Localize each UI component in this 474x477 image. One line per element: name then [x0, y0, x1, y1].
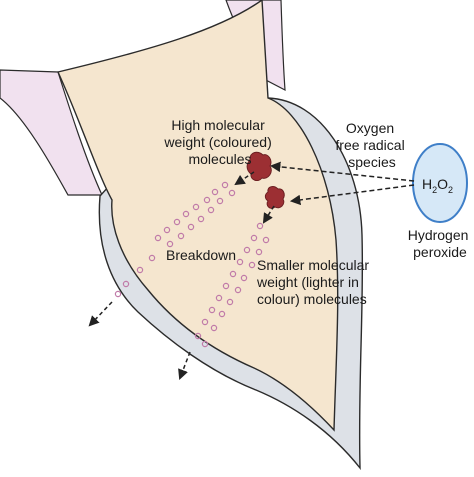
label-oxygen-line2: free radical	[335, 137, 404, 153]
h2o2-sub-2b: 2	[448, 185, 453, 195]
label-breakdown: Breakdown	[166, 247, 236, 263]
label-high-molecular-weight: High molecular weight (coloured) molecul…	[163, 117, 275, 167]
label-smaller-mw-line1: Smaller molecular	[257, 257, 369, 273]
h2o2-molecule	[412, 143, 468, 223]
label-hydrogen-line2: peroxide	[413, 244, 467, 260]
label-oxygen-line3: species	[348, 154, 395, 170]
small-molecules	[114, 181, 270, 348]
label-high-mw-line3: molecules	[188, 151, 251, 167]
arrow-stain-breakdown-upper	[234, 171, 255, 186]
label-hydrogen-line1: Hydrogen	[408, 227, 469, 243]
label-oxygen-free-radical: Oxygen free radical species	[335, 120, 408, 170]
arrow-exit-left	[88, 301, 113, 327]
arrow-peroxide-to-stain-bottom	[289, 184, 415, 206]
h2o2-o: O	[437, 176, 448, 192]
label-high-mw-line1: High molecular	[171, 117, 265, 133]
label-smaller-mw-line2: weight (lighter in	[256, 274, 359, 290]
h2o2-sub-2a: 2	[432, 185, 437, 195]
dentin-body	[57, 0, 339, 432]
label-high-mw-line2: weight (coloured)	[163, 134, 271, 150]
arrow-exit-bottom	[178, 351, 191, 380]
h2o2-h: H	[422, 176, 432, 192]
h2o2-formula: H2O2	[422, 176, 453, 195]
label-smaller-mw-line3: colour) molecules	[257, 291, 367, 307]
label-hydrogen-peroxide: Hydrogen peroxide	[408, 227, 473, 260]
stain-molecule-small	[264, 186, 285, 209]
label-smaller-molecular-weight: Smaller molecular weight (lighter in col…	[256, 257, 373, 307]
arrow-stain-breakdown-lower	[262, 205, 275, 224]
label-oxygen-line1: Oxygen	[346, 120, 394, 136]
